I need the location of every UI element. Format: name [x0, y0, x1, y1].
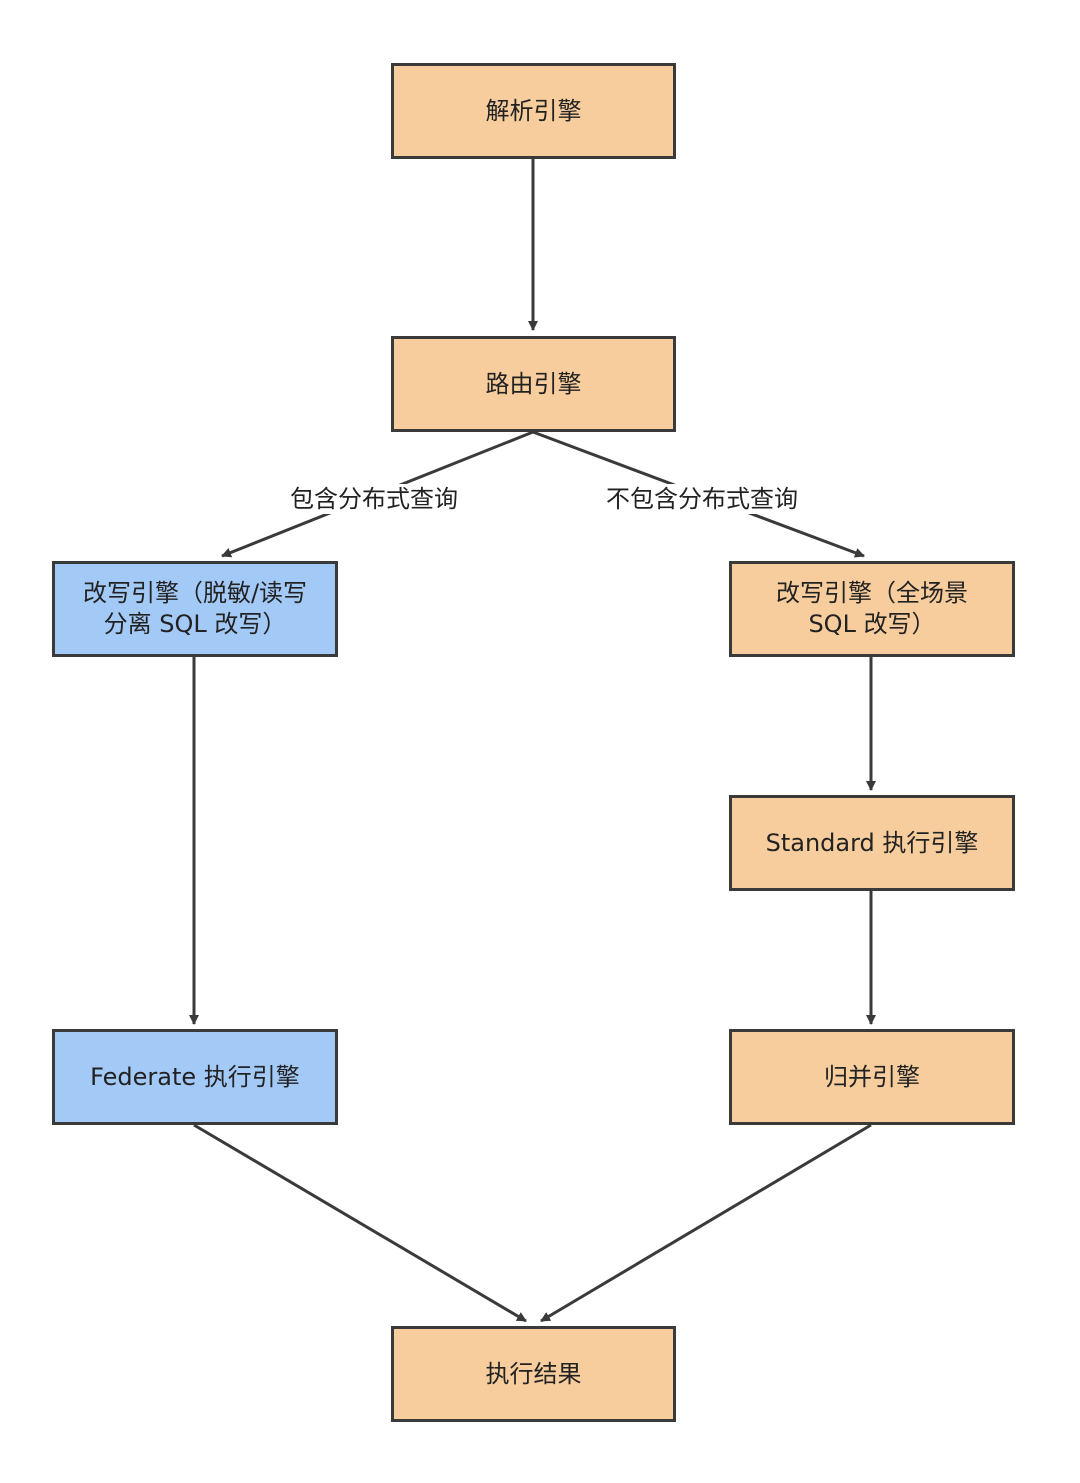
node-federate-exec-engine: Federate 执行引擎: [52, 1029, 338, 1125]
node-rewrite-engine-left: 改写引擎（脱敏/读写 分离 SQL 改写）: [52, 561, 338, 657]
node-rewrite-engine-right: 改写引擎（全场景 SQL 改写）: [729, 561, 1015, 657]
arrow-federate-to-result: [193, 1123, 527, 1323]
node-exec-result: 执行结果: [391, 1326, 676, 1422]
node-parse-engine: 解析引擎: [391, 63, 676, 159]
node-route-engine: 路由引擎: [391, 336, 676, 432]
node-standard-exec-engine: Standard 执行引擎: [729, 795, 1015, 891]
node-route-engine-label: 路由引擎: [485, 369, 582, 398]
arrow-merge-to-result: [540, 1123, 872, 1323]
node-parse-engine-label: 解析引擎: [485, 96, 582, 125]
node-exec-result-label: 执行结果: [485, 1359, 582, 1388]
node-standard-exec-engine-label: Standard 执行引擎: [765, 828, 979, 857]
node-federate-exec-engine-label: Federate 执行引擎: [90, 1062, 300, 1091]
node-rewrite-engine-left-label: 改写引擎（脱敏/读写 分离 SQL 改写）: [82, 579, 308, 638]
node-merge-engine: 归并引擎: [729, 1029, 1015, 1125]
edge-label-distributed: 包含分布式查询: [284, 484, 464, 514]
edge-label-non-distributed: 不包含分布式查询: [600, 484, 804, 514]
node-rewrite-engine-right-label: 改写引擎（全场景 SQL 改写）: [776, 579, 968, 638]
node-merge-engine-label: 归并引擎: [824, 1062, 920, 1091]
